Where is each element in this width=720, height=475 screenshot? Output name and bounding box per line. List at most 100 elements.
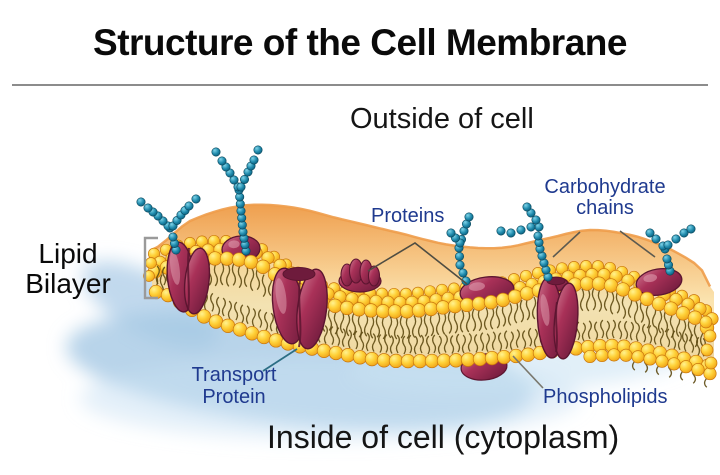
- carbohydrate-bead: [168, 232, 178, 242]
- phospholipid-head: [316, 343, 332, 358]
- lipid-tail: [249, 268, 255, 292]
- carbohydrate-bead: [526, 222, 536, 232]
- lipid-tail: [533, 328, 538, 348]
- transport-protein-center-channel-opening: [282, 267, 316, 281]
- phospholipid-head: [412, 353, 428, 369]
- phospholipid-head: [208, 314, 224, 329]
- transport-protein-label: Transport Protein: [176, 364, 292, 408]
- lipid-tail: [519, 299, 525, 323]
- lipid-tail: [216, 296, 221, 316]
- lipid-tail: [657, 310, 663, 334]
- phospholipid-head: [579, 276, 595, 291]
- carbohydrate-chains-label: Carbohydrate chains: [534, 177, 676, 219]
- phospholipid-head: [520, 347, 536, 362]
- lipid-tail: [443, 334, 448, 353]
- lipid-tail: [221, 297, 226, 317]
- phospholipid-head: [460, 352, 476, 367]
- lipid-tail: [162, 266, 167, 286]
- phospholipid-head: [704, 356, 718, 370]
- lipid-tail: [255, 267, 261, 291]
- phospholipid-head: [387, 304, 403, 319]
- carbohydrate-bead: [645, 228, 655, 238]
- transport-proteins: [166, 241, 579, 360]
- carbohydrate-bead: [240, 175, 250, 185]
- outside-of-cell-label: Outside of cell: [350, 103, 534, 135]
- carbohydrate-chain: [496, 202, 553, 282]
- lipid-tail: [456, 333, 461, 353]
- lipid-tail: [639, 300, 645, 323]
- annotation-lines: [143, 230, 656, 389]
- lipid-tail: [371, 333, 376, 352]
- phospholipid-head: [436, 353, 452, 368]
- lipid-tail: [696, 336, 701, 356]
- lipid-tail: [413, 335, 418, 355]
- phospholipid-bottom-layer: [148, 265, 718, 388]
- carbohydrate-bead: [454, 252, 464, 262]
- lipid-tail: [402, 335, 407, 355]
- lipid-tail: [225, 264, 231, 287]
- phospholipid-head: [363, 303, 379, 318]
- lipid-tail: [621, 296, 627, 320]
- phospholipid-head: [507, 289, 523, 304]
- phospholipid-head: [232, 322, 248, 337]
- lipid-tail: [507, 303, 513, 326]
- lipid-tail: [483, 307, 489, 331]
- carbohydrate-chain: [446, 212, 474, 286]
- lipid-tail: [363, 313, 369, 337]
- phospholipid-head: [399, 304, 415, 319]
- phospholipid-head: [447, 298, 463, 314]
- lipid-tail: [465, 309, 471, 333]
- lipid-tail: [245, 305, 250, 325]
- phospholipid-head: [220, 318, 236, 333]
- lipid-tail: [663, 309, 669, 333]
- lipid-tail: [375, 314, 381, 338]
- lipid-tail: [629, 321, 634, 341]
- lipid-tail: [603, 288, 609, 311]
- lipid-tail: [261, 274, 267, 298]
- lipid-tail: [411, 315, 417, 338]
- carbohydrate-bead: [249, 155, 259, 165]
- lipid-tail: [447, 311, 453, 334]
- phospholipid-head: [352, 350, 368, 365]
- lipid-tail: [243, 264, 249, 288]
- lipid-tail: [471, 308, 477, 332]
- phospholipid-head: [435, 300, 451, 315]
- lipid-tail: [234, 301, 239, 321]
- lipid-tail: [498, 332, 503, 352]
- carbohydrate-bead: [461, 276, 471, 286]
- phospholipid-head: [364, 351, 380, 367]
- phospholipid-head: [663, 301, 679, 316]
- lipid-bilayer-label: Lipid Bilayer: [6, 239, 130, 299]
- lipid-tail: [645, 305, 651, 329]
- lipid-tail: [155, 265, 160, 285]
- title-divider: [12, 84, 708, 86]
- carbohydrate-bead: [211, 147, 221, 157]
- lipid-tail: [531, 296, 537, 320]
- phospholipid-head: [699, 315, 713, 329]
- phospholipids-label: Phospholipids: [543, 386, 668, 408]
- phospholipid-head: [679, 360, 693, 374]
- lipid-tail: [504, 330, 509, 350]
- lipid-tail: [378, 334, 383, 353]
- carbohydrate-bead: [496, 226, 506, 236]
- carbohydrate-bead: [253, 145, 263, 155]
- transport-protein-left-highlight: [169, 251, 181, 285]
- phospholipid-head: [340, 348, 356, 363]
- phospholipid-head: [703, 329, 717, 343]
- phospholipid-head: [339, 300, 355, 316]
- lipid-tail: [419, 334, 424, 354]
- lipid-tail: [690, 334, 695, 353]
- lipid-tail: [240, 304, 245, 324]
- phospholipid-head: [244, 326, 260, 341]
- lipid-tail: [605, 320, 610, 340]
- lipid-tail: [384, 334, 389, 353]
- lipid-tail: [393, 316, 399, 340]
- carbohydrate-bead: [136, 197, 146, 207]
- lipid-tail: [330, 326, 335, 345]
- lipid-tail: [666, 328, 671, 348]
- lipid-tail: [587, 320, 592, 340]
- carbohydrate-bead: [191, 194, 201, 204]
- phospholipid-head: [268, 333, 284, 348]
